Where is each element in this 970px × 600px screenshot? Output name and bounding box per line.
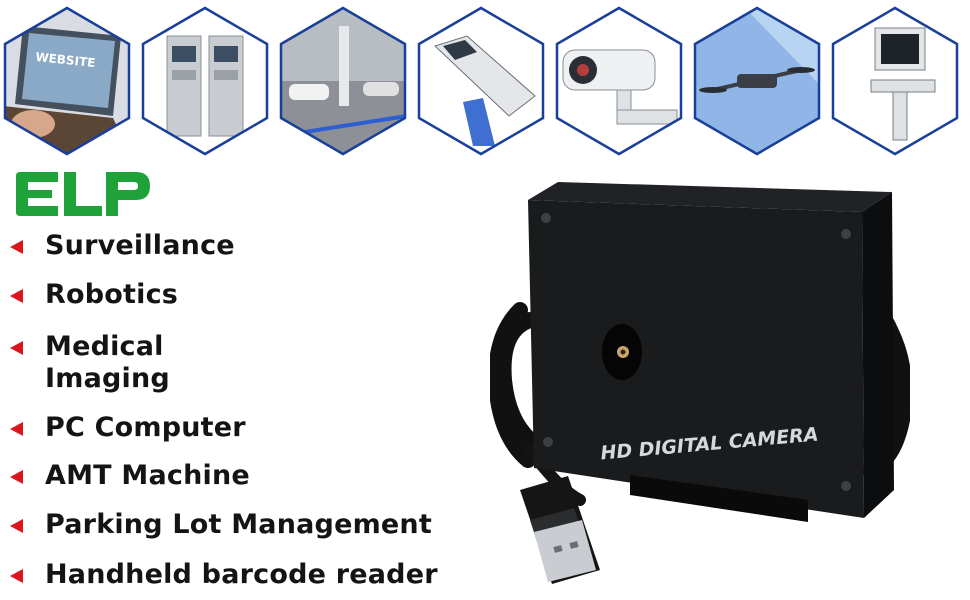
bullet-arrow-icon — [10, 422, 23, 436]
list-item: AMT Machine — [10, 460, 250, 492]
list-item: PC Computer — [10, 412, 246, 444]
scene-atm — [141, 6, 269, 156]
feature-label: AMT Machine — [45, 460, 250, 491]
feature-label: Medical Imaging — [45, 331, 170, 395]
scene-medical — [831, 6, 959, 156]
bullet-arrow-icon — [10, 341, 23, 355]
camera-illustration: HD DIGITAL CAMERA — [488, 182, 913, 584]
elp-logo — [12, 168, 152, 220]
bullet-arrow-icon — [10, 519, 23, 533]
bullet-arrow-icon — [10, 240, 23, 254]
list-item: Handheld barcode reader — [10, 559, 438, 591]
feature-label: Robotics — [45, 279, 179, 310]
usb-plug — [520, 476, 600, 584]
bullet-arrow-icon — [10, 470, 23, 484]
feature-label-line1: Medical — [45, 331, 164, 362]
feature-label: Parking Lot Management — [45, 509, 432, 540]
list-item: Surveillance — [10, 230, 235, 262]
scene-parking — [279, 6, 407, 156]
feature-label: PC Computer — [45, 412, 246, 443]
drone-icon — [693, 6, 821, 156]
scene-drone — [693, 6, 821, 156]
bullet-arrow-icon — [10, 289, 23, 303]
list-item: Parking Lot Management — [10, 509, 432, 541]
feature-label: Surveillance — [45, 230, 235, 261]
laptop-screen-text: WEBSITE — [35, 50, 96, 70]
list-item: Robotics — [10, 279, 178, 311]
application-scenes-strip: WEBSITE — [0, 0, 970, 170]
scene-barcode — [417, 6, 545, 156]
scene-laptop: WEBSITE — [3, 6, 131, 156]
medical-device-icon — [831, 6, 959, 156]
feature-label: Handheld barcode reader — [45, 559, 438, 590]
barcode-scanner-icon — [417, 6, 545, 156]
scene-security-camera — [555, 6, 683, 156]
camera-body: HD DIGITAL CAMERA — [528, 182, 894, 522]
bullet-arrow-icon — [10, 569, 23, 583]
elp-logo-mark — [16, 172, 150, 216]
feature-label-line2: Imaging — [45, 363, 170, 394]
list-item: Medical Imaging — [10, 331, 170, 395]
atm-icon — [141, 6, 269, 156]
parking-lot-icon — [279, 6, 407, 156]
laptop-icon: WEBSITE — [3, 6, 131, 156]
usb-camera-product: HD DIGITAL CAMERA — [488, 170, 913, 590]
security-camera-icon — [555, 6, 683, 156]
